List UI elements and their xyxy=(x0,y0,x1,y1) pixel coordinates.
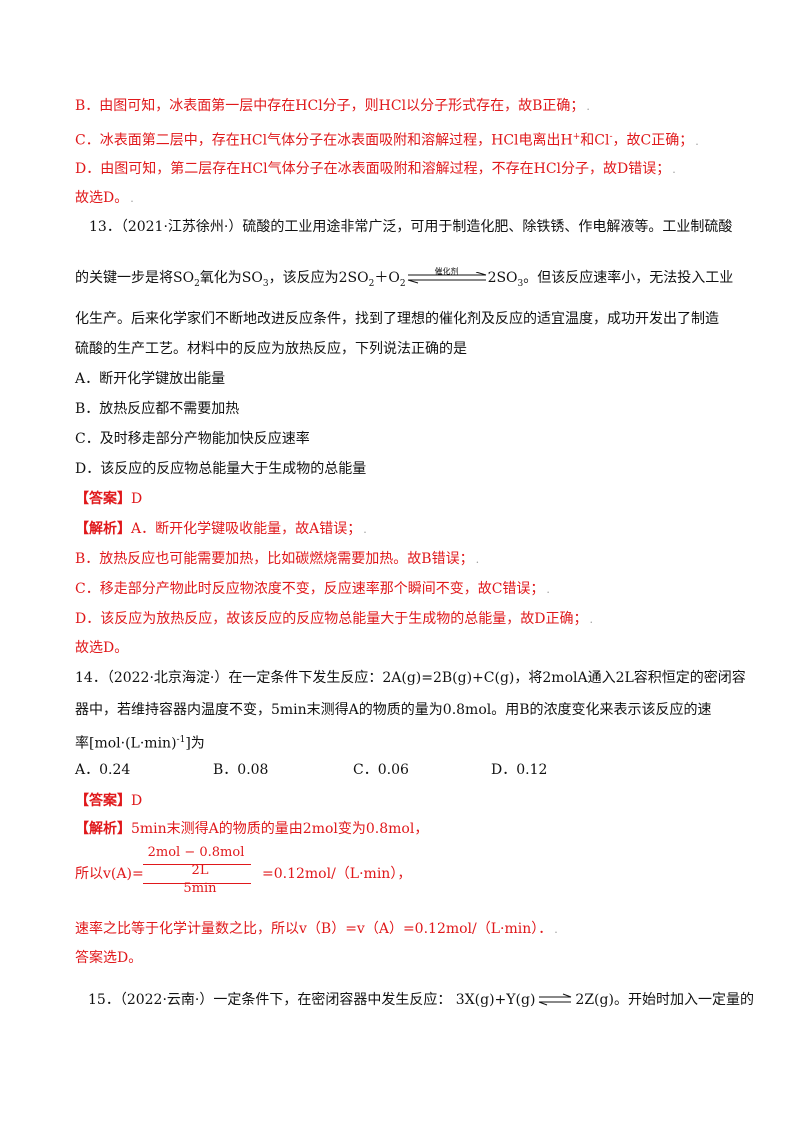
q13-option-a: A．断开化学键放出能量 xyxy=(75,371,226,387)
q13-option-b: B．放热反应都不需要加热 xyxy=(75,401,240,417)
prev-analysis-b: B．由图可知，冰表面第一层中存在HCl分子，则HCl以分子形式存在，故B正确；. xyxy=(75,98,590,114)
q13-analysis-c: C．移走部分产物此时反应物浓度不变，反应速率那个瞬间不变，故C错误；. xyxy=(75,581,550,597)
q13-answer: 【答案】D xyxy=(75,491,143,507)
q14-option-b: B．0.08 xyxy=(213,762,269,778)
q13-analysis-a: 【解析】A．断开化学键吸收能量，故A错误；. xyxy=(75,521,367,537)
para-mark-icon: . xyxy=(475,553,480,566)
para-mark-icon: . xyxy=(554,923,558,936)
q14-analysis-line2: 速率之比等于化学计量数之比，所以v（B）=v（A）=0.12mol/（L·min… xyxy=(75,921,558,937)
para-mark-icon: . xyxy=(546,583,550,596)
para-mark-icon: . xyxy=(363,523,367,536)
q14-option-a: A．0.24 xyxy=(75,762,131,778)
q14-stem-line2: 器中，若维持容器内温度不变，5min末测得A的物质的量为0.8mol。用B的浓度… xyxy=(75,702,712,718)
q14-stem-line3: 率[mol·(L·min)-1]为 xyxy=(75,735,205,752)
q13-option-d: D．该反应的反应物总能量大于生成物的总能量 xyxy=(75,461,367,477)
para-mark-icon: . xyxy=(130,192,134,205)
q14-answer: 【答案】D xyxy=(75,793,143,809)
q13-analysis-d: D．该反应为放热反应，故该反应的反应物总能量大于生成物的总能量，故D正确；. xyxy=(75,611,593,627)
prev-analysis-d: D．由图可知，第二层存在HCl气体分子在冰表面吸附和溶解过程，不存在HCl分子，… xyxy=(75,161,676,177)
q13-analysis-b: B．放热反应也可能需要加热，比如碳燃烧需要加热。故B错误；. xyxy=(75,551,480,567)
q13-option-c: C．及时移走部分产物能加快反应速率 xyxy=(75,431,310,447)
q15-stem-line1: 15．（2022·云南·）一定条件下，在密闭容器中发生反应： 3X(g)+Y(g… xyxy=(88,992,754,1008)
q14-option-c: C．0.06 xyxy=(353,762,409,778)
q13-stem-line3: 化生产。后来化学家们不断地改进反应条件，找到了理想的催化剂及反应的适宜温度，成功… xyxy=(75,311,719,327)
q14-rate-calculation: 所以v(A)= 2mol − 0.8mol 2L 5min =0.12mol/（… xyxy=(75,845,412,896)
reversible-arrow-icon xyxy=(539,993,572,1006)
q13-conclusion: 故选D。 xyxy=(75,640,129,656)
q13-stem-line4: 硫酸的生产工艺。材料中的反应为放热反应，下列说法正确的是 xyxy=(75,341,467,357)
prev-analysis-c: C．冰表面第二层中，存在HCl气体分子在冰表面吸附和溶解过程，HCl电离出H+和… xyxy=(75,132,699,149)
prev-conclusion: 故选D。. xyxy=(75,190,134,206)
equilibrium-arrow-icon: 催化剂 xyxy=(406,267,488,288)
para-mark-icon: . xyxy=(589,613,593,626)
para-mark-icon: . xyxy=(695,134,699,148)
q14-option-d: D．0.12 xyxy=(491,762,548,778)
q14-stem-line1: 14．（2022·北京海淀·）在一定条件下发生反应：2A(g)=2B(g)+C(… xyxy=(75,670,746,686)
q13-stem-line1: 13．（2021·江苏徐州·）硫酸的工业用途非常广泛，可用于制造化肥、除铁锈、作… xyxy=(89,219,733,235)
para-mark-icon: . xyxy=(672,163,676,176)
q14-analysis-line1: 【解析】5min末测得A的物质的量由2mol变为0.8mol， xyxy=(75,821,429,837)
para-mark-icon: . xyxy=(586,100,590,113)
q14-conclusion: 答案选D。 xyxy=(75,950,143,966)
